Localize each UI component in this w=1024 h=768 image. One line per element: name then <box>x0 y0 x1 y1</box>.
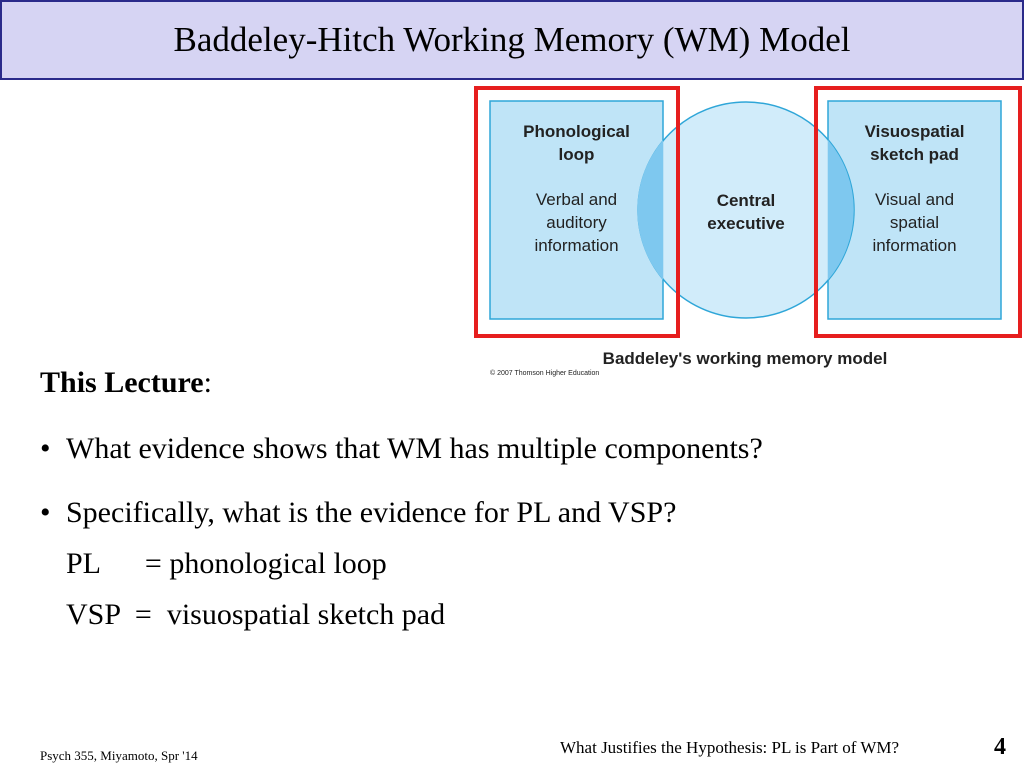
definition-pl: PL = phonological loop <box>66 547 387 580</box>
phonological-loop-box <box>489 100 664 320</box>
lecture-heading: This Lecture: <box>40 366 212 399</box>
left-highlight-frame <box>474 86 680 338</box>
figure-copyright: © 2007 Thomson Higher Education <box>490 370 600 377</box>
bullet-dot: • <box>40 432 51 465</box>
footer-course: Psych 355, Miyamoto, Spr '14 <box>40 748 198 763</box>
wm-model-diagram <box>474 86 1022 338</box>
page-number: 4 <box>994 734 1006 760</box>
right-overlap <box>828 140 854 280</box>
bullet-item: • Specifically, what is the evidence for… <box>40 496 676 530</box>
slide-title: Baddeley-Hitch Working Memory (WM) Model <box>173 20 851 59</box>
footer-topic: What Justifies the Hypothesis: PL is Par… <box>560 738 900 757</box>
bullet-item: • What evidence shows that WM has multip… <box>40 432 763 466</box>
bullet-text: What evidence shows that WM has multiple… <box>66 432 763 465</box>
bullet-dot: • <box>40 496 51 529</box>
bullet-text: Specifically, what is the evidence for P… <box>66 496 677 529</box>
definition-vsp: VSP = visuospatial sketch pad <box>66 598 446 631</box>
visuospatial-box <box>827 100 1002 320</box>
left-overlap <box>637 140 663 280</box>
right-highlight-frame <box>814 86 1022 338</box>
slide-title-bar: Baddeley-Hitch Working Memory (WM) Model <box>0 0 1024 80</box>
figure-caption: Baddeley's working memory model <box>602 349 888 368</box>
